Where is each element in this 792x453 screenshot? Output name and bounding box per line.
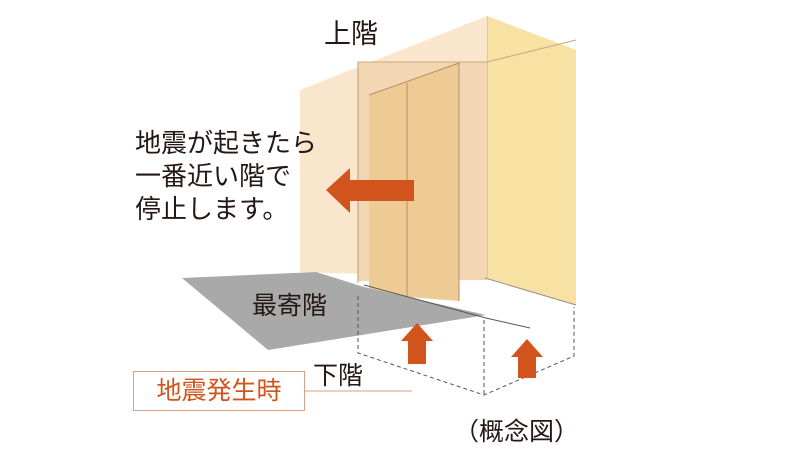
earthquake-tag: 地震発生時	[133, 371, 305, 411]
shaft-top-edge	[358, 39, 577, 63]
nearest-floor-slab	[182, 272, 486, 350]
lower-floor-label: 下階	[313, 361, 364, 390]
floor-slab-edge	[363, 284, 531, 329]
shaft-side-face	[487, 16, 576, 305]
up-arrow-right	[511, 339, 543, 378]
stop-direction-arrow	[326, 168, 414, 213]
lower-floor-dashed-outline	[357, 296, 575, 396]
car-floor-line	[484, 277, 577, 306]
nearest-floor-label: 最寄階	[252, 291, 328, 320]
up-arrow-left	[401, 323, 433, 364]
earthquake-message: 地震が起きたら 一番近い階で 停止します。	[135, 129, 318, 225]
elevator-car-outline	[368, 62, 460, 301]
diagram-caption: （概念図）	[454, 417, 580, 446]
upper-floor-label: 上階	[324, 19, 378, 50]
